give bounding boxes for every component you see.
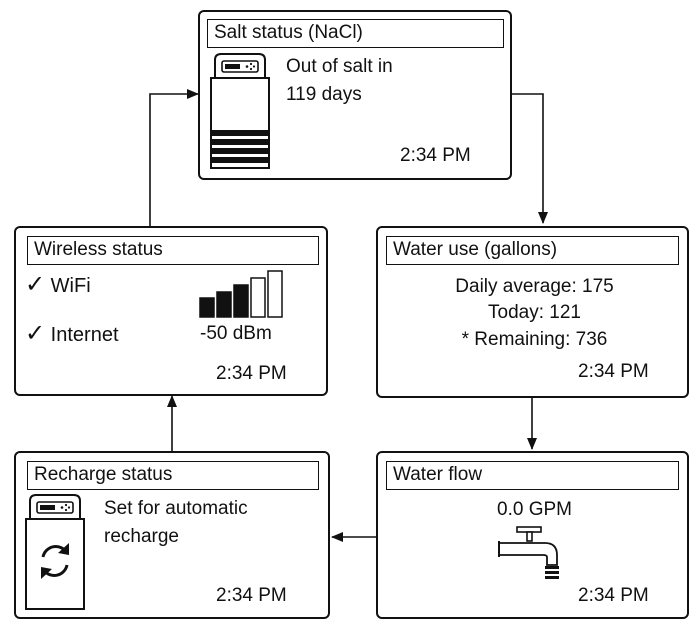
- recharge-status-panel: Recharge status Set for automatic rechar…: [14, 451, 330, 619]
- salt-status-panel: Salt status (NaCl) Out of salt in 119 da…: [198, 10, 512, 180]
- recharge-unit-icon: [25, 494, 85, 610]
- checkmark-icon: ✓: [25, 320, 46, 347]
- panel-time: 2:34 PM: [216, 363, 287, 384]
- panel-time: 2:34 PM: [578, 361, 649, 382]
- panel-time: 2:34 PM: [578, 585, 649, 606]
- arrow-wireless-to-salt: [149, 89, 199, 226]
- panel-title: Salt status (NaCl): [207, 19, 504, 48]
- wifi-row: ✓ WiFi: [25, 273, 91, 298]
- wireless-status-panel: Wireless status ✓ WiFi ✓ Internet -50 dB…: [14, 226, 328, 396]
- internet-label: Internet: [50, 324, 119, 346]
- signal-dbm: -50 dBm: [200, 323, 272, 344]
- panel-time: 2:34 PM: [400, 145, 471, 166]
- flow-rate: 0.0 GPM: [497, 499, 572, 520]
- arrow-salt-to-wateruse: [512, 93, 548, 224]
- checkmark-icon: ✓: [25, 271, 46, 298]
- wifi-label: WiFi: [50, 275, 91, 297]
- panel-time: 2:34 PM: [216, 585, 287, 606]
- water-flow-panel: Water flow 0.0 GPM 2:34 PM: [376, 451, 689, 619]
- salt-tank-icon: [210, 53, 270, 169]
- internet-row: ✓ Internet: [25, 322, 119, 347]
- signal-strength-icon: [199, 270, 283, 318]
- recharge-message-line2: recharge: [104, 526, 179, 547]
- faucet-icon: [498, 526, 559, 579]
- panel-title: Water use (gallons): [386, 236, 679, 265]
- panel-title: Water flow: [386, 461, 679, 490]
- daily-average: Daily average: 175: [455, 276, 614, 297]
- remaining-usage: * Remaining: 736: [461, 329, 608, 350]
- recharge-message-line1: Set for automatic: [104, 498, 248, 519]
- panel-title: Wireless status: [27, 236, 319, 265]
- today-usage: Today: 121: [488, 302, 581, 323]
- salt-message-line2: 119 days: [286, 84, 362, 105]
- water-use-panel: Water use (gallons) Daily average: 175 T…: [376, 226, 689, 398]
- panel-title: Recharge status: [27, 461, 319, 490]
- salt-message-line1: Out of salt in: [286, 56, 393, 77]
